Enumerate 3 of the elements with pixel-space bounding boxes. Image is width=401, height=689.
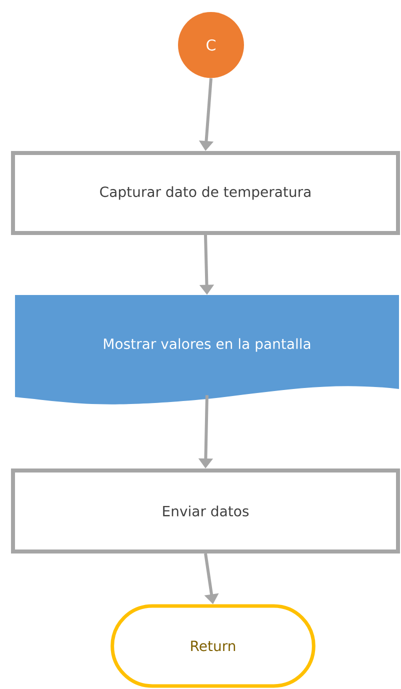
process-box: Capturar dato de temperatura bbox=[11, 151, 400, 235]
terminator: Return bbox=[110, 604, 316, 688]
process-box: Enviar datos bbox=[11, 468, 400, 554]
